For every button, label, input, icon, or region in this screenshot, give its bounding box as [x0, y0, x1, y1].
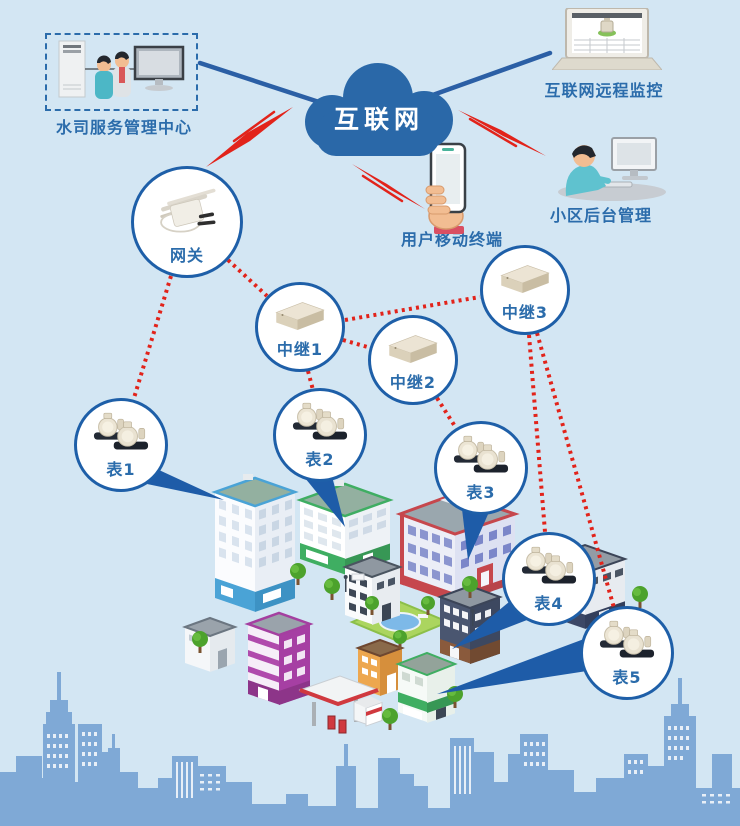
- callout-wedge-meter3: [462, 509, 489, 560]
- remote-monitoring-label: 互联网远程监控: [544, 81, 664, 100]
- meter3-label: 表3: [466, 482, 496, 502]
- callout-wedge-meter5: [437, 639, 587, 694]
- internet-cloud-node: 互联网: [294, 56, 464, 162]
- wireless-bolt-cloud-phone: [352, 164, 425, 209]
- water-meter-icon: [93, 412, 149, 449]
- community-admin-node: [550, 134, 670, 202]
- mobile-terminal-node: [416, 142, 480, 234]
- relay-device-icon: [388, 334, 438, 363]
- link-relay2-meter3: [435, 396, 458, 430]
- cloud-icon: [305, 63, 453, 156]
- link-relay3-meter4: [527, 334, 547, 533]
- water-meter-icon: [521, 546, 577, 583]
- mobile-terminal-label: 用户移动终端: [400, 230, 503, 249]
- internet-cloud-label: 互联网: [333, 105, 424, 134]
- meter5-node: 表5: [580, 606, 674, 700]
- link-gateway-relay1: [226, 258, 269, 298]
- link-relay1-relay2: [342, 338, 372, 350]
- laptop-icon: [550, 7, 664, 71]
- relay-device-icon: [500, 264, 550, 293]
- water-meter-icon: [599, 620, 655, 657]
- wireless-bolt-cloud-gateway: [206, 107, 293, 167]
- relay1-node: 中继1: [255, 282, 345, 372]
- admin-person-icon: [558, 137, 666, 201]
- relay3-node: 中继3: [480, 245, 570, 335]
- meter2-node: 表2: [273, 388, 367, 482]
- gateway-device-icon: [160, 188, 216, 233]
- relay3-label: 中继3: [501, 302, 549, 322]
- link-relay1-meter2: [306, 370, 315, 391]
- callout-wedge-meter2: [305, 478, 345, 527]
- gateway-node: 网关: [131, 166, 243, 278]
- meter5-label: 表5: [612, 667, 642, 687]
- remote-monitoring-node: [550, 7, 664, 71]
- relay1-label: 中继1: [276, 339, 324, 359]
- community-admin-label: 小区后台管理: [549, 206, 652, 225]
- link-gateway-meter1: [132, 275, 173, 399]
- meter4-node: 表4: [502, 532, 596, 626]
- relay2-label: 中继2: [389, 372, 437, 392]
- management-center-node: [45, 33, 198, 111]
- phone-in-hand-icon: [425, 142, 467, 234]
- meter1-label: 表1: [106, 459, 136, 479]
- management-center-icon: [58, 40, 185, 99]
- callout-wedge-meter1: [147, 470, 224, 500]
- meter2-label: 表2: [305, 449, 335, 469]
- water-meter-icon: [453, 435, 509, 472]
- meter3-node: 表3: [434, 421, 528, 515]
- gateway-label: 网关: [169, 245, 204, 265]
- management-center-label: 水司服务管理中心: [56, 118, 193, 137]
- water-meter-icon: [292, 402, 348, 439]
- relay-device-icon: [275, 301, 325, 330]
- meter4-label: 表4: [534, 593, 564, 613]
- relay2-node: 中继2: [368, 315, 458, 405]
- meter1-node: 表1: [74, 398, 168, 492]
